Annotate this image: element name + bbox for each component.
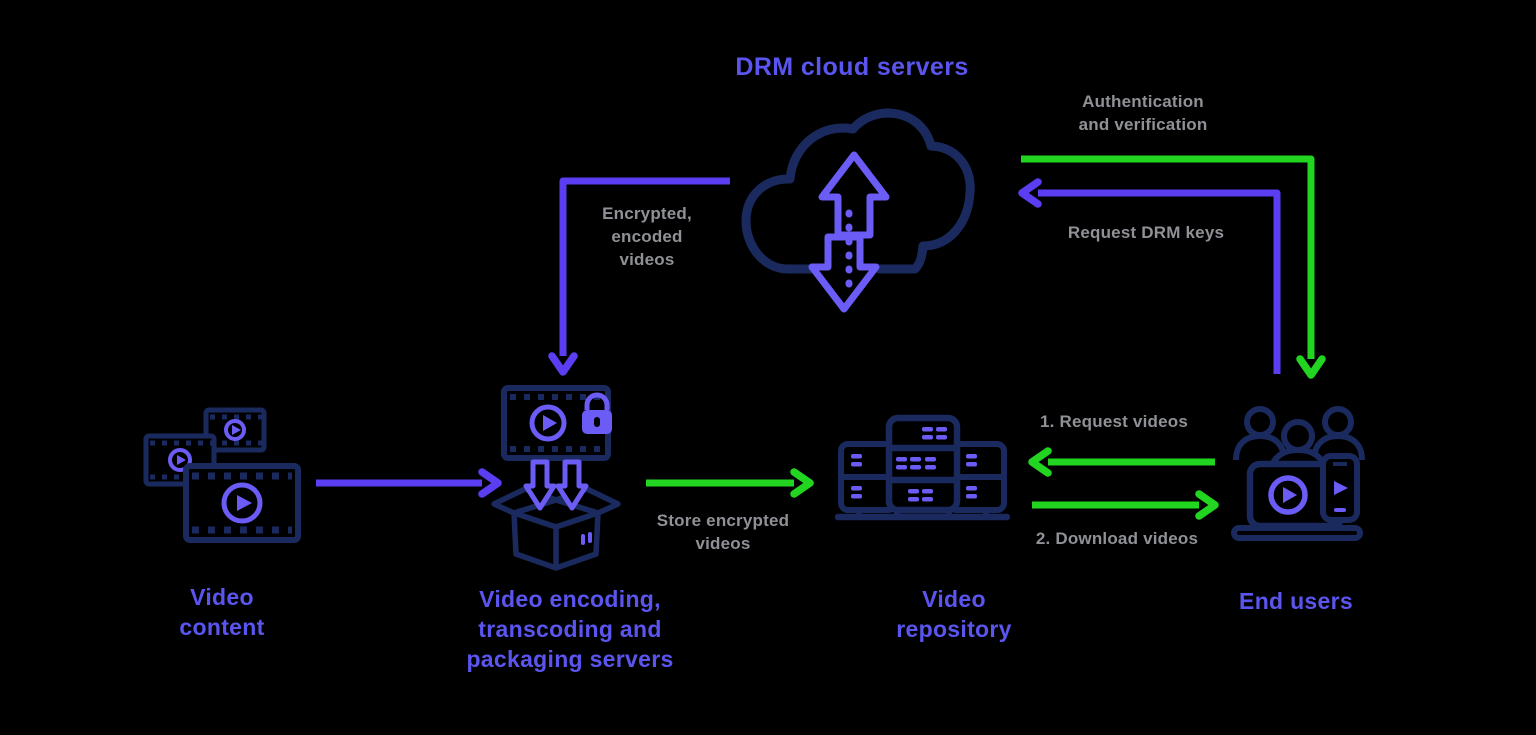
cloud-outline xyxy=(741,108,975,274)
pack-arrow-icon xyxy=(523,459,557,511)
server-rack-icon xyxy=(835,414,1010,521)
store-edge-label: Store encrypted videos xyxy=(656,511,790,553)
upload-arrow-icon xyxy=(818,151,890,239)
edge-auth-arrow xyxy=(1021,155,1326,379)
user-head xyxy=(1322,406,1354,438)
play-icon xyxy=(1334,481,1348,495)
auth-edge-label: Authentication and verification xyxy=(1078,92,1208,134)
cloud-label-line: DRM cloud servers xyxy=(735,53,969,81)
edge-encrypted-arrow xyxy=(548,177,730,376)
film-strips-icon xyxy=(143,407,301,543)
user-head xyxy=(1281,419,1315,453)
user-shoulders xyxy=(1233,432,1287,461)
request-keys-edge-label: Request DRM keys xyxy=(1067,223,1225,242)
laptop-base xyxy=(1231,525,1363,541)
drive-indicator-lights xyxy=(851,427,977,502)
pack-arrow-icon xyxy=(555,459,589,511)
lock-shackle xyxy=(584,392,610,410)
encrypted-edge-label: Encrypted, encoded videos xyxy=(602,204,692,269)
repository-node-label: Video repository xyxy=(896,586,1012,642)
download-videos-edge-label: 2. Download videos xyxy=(1035,529,1199,548)
video-content-node-label: Video content xyxy=(179,584,265,640)
users-with-devices-icon xyxy=(1231,406,1365,541)
request-videos-edge-label: 1. Request videos xyxy=(1040,412,1188,431)
user-head xyxy=(1244,406,1276,438)
cloud-upload-download-icon xyxy=(741,108,975,313)
server-tower-center xyxy=(885,414,961,514)
end-users-node-label: End users xyxy=(1239,588,1353,614)
cloud-node-label: DRM cloud servers xyxy=(735,52,968,82)
encrypted-video-package-box-icon xyxy=(491,385,621,571)
download-arrow-icon xyxy=(808,233,880,313)
edge-request-keys-arrow xyxy=(1018,178,1281,374)
encoding-node-label: Video encoding, transcoding and packagin… xyxy=(466,586,674,672)
